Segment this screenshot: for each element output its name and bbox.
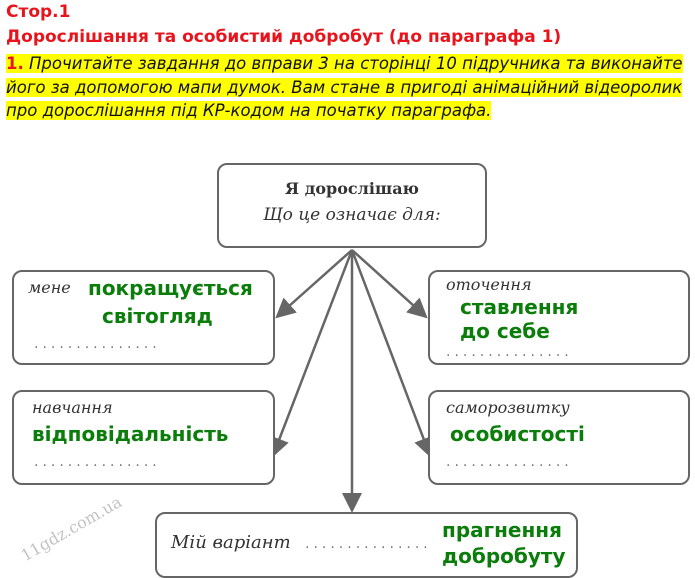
arrow-to-study [270, 249, 354, 458]
answer-text: покращується [88, 276, 253, 300]
center-title: Я дорослішаю [285, 179, 419, 198]
node-label: саморозвитку [446, 398, 570, 417]
answer-text: відповідальність [32, 422, 229, 446]
node-label: Мій варіант [171, 532, 291, 553]
answer-text: особистості [450, 422, 585, 446]
dotted-line: ............... [305, 536, 432, 552]
node-surroundings: оточення ставлення до себе .............… [428, 270, 690, 365]
node-self: мене покращується світогляд ............… [12, 270, 275, 365]
dotted-line: ............... [34, 454, 161, 470]
arrow-to-self [275, 249, 353, 319]
center-subtitle: Що це означає для: [263, 205, 441, 225]
page-label: Стор.1 [6, 2, 71, 22]
node-label: мене [28, 278, 71, 297]
answer-text: добробуту [442, 544, 566, 568]
node-label: навчання [32, 398, 113, 417]
task-number: 1. [6, 54, 24, 73]
task-body: Прочитайте завдання до вправи 3 на сторі… [6, 54, 683, 120]
center-node: Я дорослішаю Що це означає для: [217, 163, 487, 248]
dotted-line: ............... [34, 336, 161, 352]
answer-text: прагнення [442, 518, 562, 542]
answer-text: світогляд [102, 304, 213, 328]
node-study: навчання відповідальність ..............… [12, 390, 275, 485]
section-title: Дорослішання та особистий добробут (до п… [6, 27, 562, 47]
node-self-development: саморозвитку особистості ............... [428, 390, 690, 485]
arrow-to-self-development [350, 249, 434, 458]
node-label: оточення [446, 275, 532, 294]
dotted-line: ............... [446, 454, 573, 470]
arrow-to-surroundings [351, 249, 428, 319]
node-my-variant: Мій варіант ............... прагнення до… [155, 512, 578, 578]
answer-text: ставлення [460, 295, 579, 319]
task-text: 1. Прочитайте завдання до вправи 3 на ст… [6, 52, 686, 123]
dotted-line: ............... [446, 344, 573, 360]
answer-text: до себе [460, 319, 550, 343]
